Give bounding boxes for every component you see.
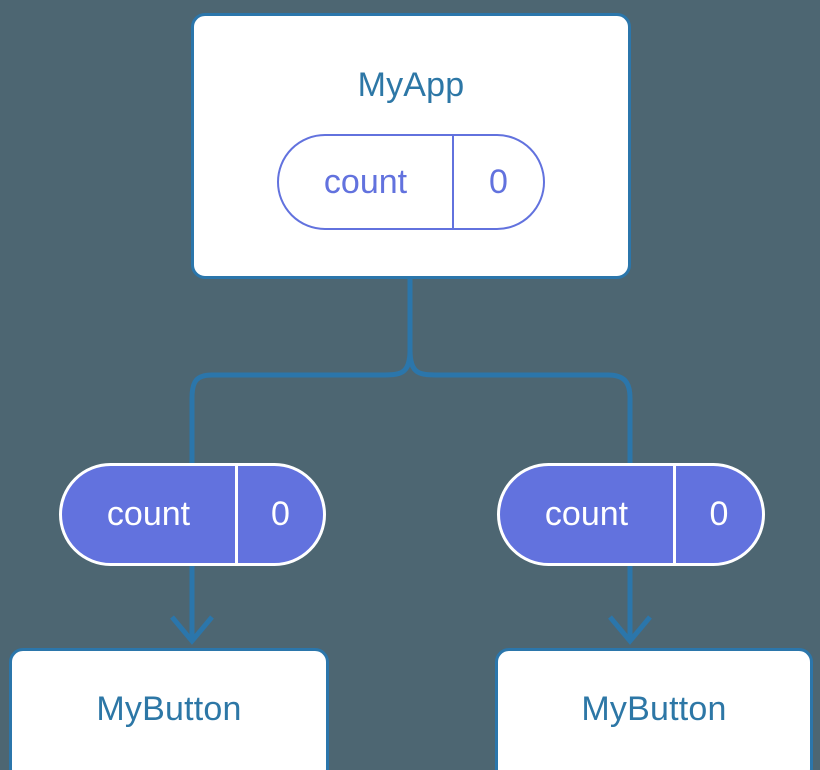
prop-pill-left-value: 0 bbox=[271, 495, 290, 533]
state-pill-myapp[interactable]: count 0 bbox=[277, 134, 545, 230]
prop-pill-left[interactable]: count 0 bbox=[59, 463, 326, 566]
prop-pill-right-key: count bbox=[500, 466, 676, 563]
component-title-mybutton-left: MyButton bbox=[96, 690, 242, 728]
component-box-mybutton-left[interactable]: MyButton bbox=[9, 648, 329, 770]
arrow-head-right bbox=[608, 615, 652, 645]
state-pill-value: 0 bbox=[489, 162, 508, 201]
prop-pill-right-value: 0 bbox=[709, 495, 729, 533]
prop-pill-left-key: count bbox=[62, 466, 238, 563]
arrow-head-left bbox=[170, 615, 214, 645]
component-title-myapp: MyApp bbox=[357, 66, 465, 104]
component-title-mybutton-right: MyButton bbox=[581, 690, 727, 728]
state-pill-key: count bbox=[279, 136, 454, 228]
component-box-mybutton-right[interactable]: MyButton bbox=[495, 648, 813, 770]
prop-pill-right[interactable]: count 0 bbox=[497, 463, 765, 566]
